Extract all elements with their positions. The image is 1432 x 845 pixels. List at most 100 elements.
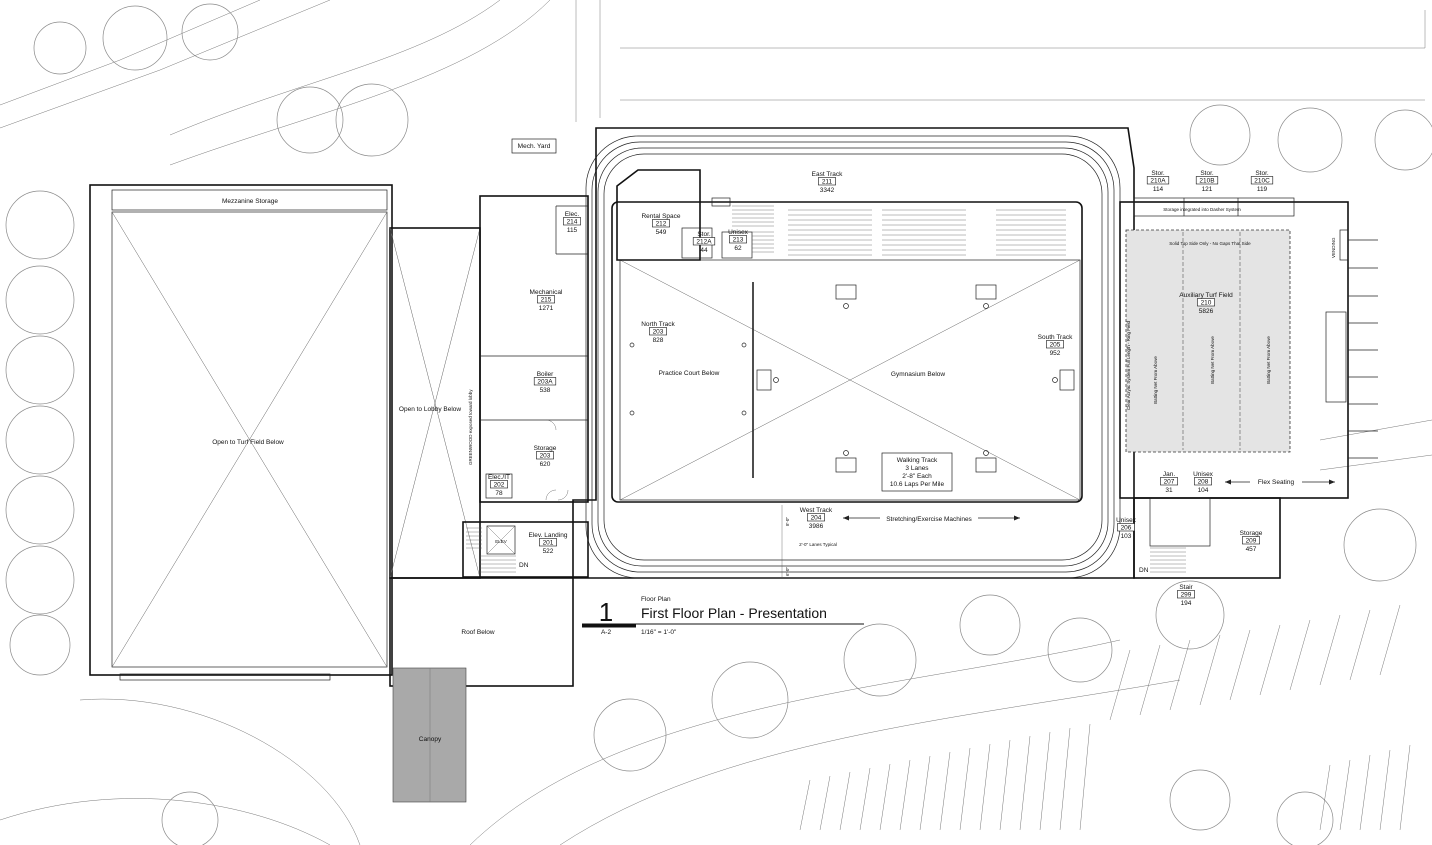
room-area: 620 bbox=[540, 461, 551, 468]
tree-icon bbox=[1155, 580, 1225, 650]
room-number: 204 bbox=[811, 515, 822, 522]
room-number-box bbox=[1146, 176, 1170, 185]
room-area: 114 bbox=[1153, 186, 1164, 193]
room-number: 209 bbox=[1246, 538, 1257, 545]
room-area: 3342 bbox=[820, 187, 835, 194]
room-number: 207 bbox=[1164, 479, 1175, 486]
room-area: 3986 bbox=[809, 523, 824, 530]
room-number-box bbox=[537, 295, 555, 304]
room-number-box bbox=[1194, 477, 1212, 486]
walking-track-title: Walking Track bbox=[897, 457, 938, 464]
room-number-box bbox=[1160, 477, 1178, 486]
dn-label-west: DN bbox=[519, 562, 529, 569]
room-name: East Track bbox=[812, 171, 843, 178]
room-name: Mechanical bbox=[530, 289, 563, 296]
walking-track-width: 2'-8" Each bbox=[902, 473, 932, 480]
room-name: Unisex bbox=[1116, 517, 1137, 524]
room-area: 457 bbox=[1246, 546, 1257, 553]
room-number-box bbox=[1197, 298, 1215, 307]
title-block: 1 Floor Plan First Floor Plan - Presenta… bbox=[582, 596, 864, 636]
tree-icon bbox=[1277, 107, 1343, 173]
room-area: 549 bbox=[656, 229, 667, 236]
tree-icon bbox=[1276, 791, 1334, 845]
room-number: 214 bbox=[567, 219, 578, 226]
tree-icon bbox=[161, 791, 219, 845]
room-name: Stor. bbox=[1200, 170, 1214, 177]
room-number: 206 bbox=[1121, 525, 1132, 532]
drawing-number: 1 bbox=[599, 597, 613, 627]
room-number: 299 bbox=[1181, 592, 1192, 599]
room-number: 210C bbox=[1254, 178, 1270, 185]
room-area: 121 bbox=[1202, 186, 1213, 193]
room-area: 828 bbox=[653, 337, 664, 344]
tree-icon bbox=[711, 661, 789, 739]
tree-icon bbox=[1374, 109, 1432, 171]
canopy-label: Canopy bbox=[419, 736, 442, 743]
canopy bbox=[392, 667, 467, 803]
room-number-box bbox=[818, 177, 836, 186]
room-name: North Track bbox=[641, 321, 675, 328]
room-number-box bbox=[652, 219, 670, 228]
room-number-box bbox=[1046, 340, 1064, 349]
elevator-tag: ELEV bbox=[495, 539, 507, 544]
tree-icon bbox=[1343, 508, 1417, 582]
room-name: Unisex bbox=[1193, 471, 1214, 478]
room-name: Boiler bbox=[537, 371, 554, 378]
basketball-hoops bbox=[629, 284, 1075, 473]
room-name: Storage bbox=[1240, 530, 1263, 537]
room-area: 115 bbox=[567, 227, 578, 234]
storage-note: Storage integrated into Dasher System bbox=[1163, 207, 1241, 212]
room-name: Rental Space bbox=[641, 213, 680, 220]
batting-net-label-1: Batting Net From Above bbox=[1153, 356, 1158, 404]
room-number: 212A bbox=[696, 239, 712, 246]
dn-label-east: DN bbox=[1139, 567, 1149, 574]
room-name: Unisex bbox=[728, 229, 749, 236]
room-number: 210 bbox=[1201, 300, 1212, 307]
room-number: 205 bbox=[1050, 342, 1061, 349]
service-core: ELEV DN bbox=[462, 195, 589, 578]
tree-icon bbox=[33, 21, 87, 75]
room-area: 103 bbox=[1121, 533, 1132, 540]
sheet-reference: A-2 bbox=[601, 629, 612, 636]
tree-icon bbox=[276, 86, 344, 154]
walking-track-laps: 10.6 Laps Per Mile bbox=[890, 481, 945, 488]
lobby-below-label: Open to Lobby Below bbox=[399, 406, 461, 413]
room-number: 203 bbox=[653, 329, 664, 336]
lanes-typical-label: 2'-0" Lanes Typical bbox=[799, 542, 837, 547]
room-area: 538 bbox=[540, 387, 551, 394]
tree-icon bbox=[1047, 617, 1113, 683]
tree-icon bbox=[5, 190, 75, 260]
room-number: 203A bbox=[537, 379, 553, 386]
west-wing: Mezzanine Storage Open to Turf Field Bel… bbox=[89, 184, 574, 803]
room-name: Storage bbox=[534, 445, 557, 452]
room-number-box bbox=[539, 538, 557, 547]
gymnasium-label: Gymnasium Below bbox=[891, 371, 945, 378]
practice-court-label: Practice Court Below bbox=[659, 370, 720, 377]
room-name: Stor. bbox=[1151, 170, 1165, 177]
tree-icon bbox=[843, 623, 917, 697]
mech-yard-box bbox=[511, 138, 557, 154]
trees bbox=[5, 3, 1432, 845]
room-number-box bbox=[1242, 536, 1260, 545]
room-name: Elec./IT bbox=[488, 474, 510, 481]
room-area: 44 bbox=[700, 247, 708, 254]
room-number-box bbox=[536, 451, 554, 460]
room-number-box bbox=[729, 235, 747, 244]
stretching-label: Stretching/Exercise Machines bbox=[886, 516, 972, 523]
tree-icon bbox=[5, 545, 75, 615]
turf-below-label: Open to Turf Field Below bbox=[212, 439, 284, 446]
tree-icon bbox=[5, 475, 75, 545]
drawing-scale: 1/16" = 1'-0" bbox=[641, 629, 677, 636]
room-area: 1271 bbox=[539, 305, 554, 312]
